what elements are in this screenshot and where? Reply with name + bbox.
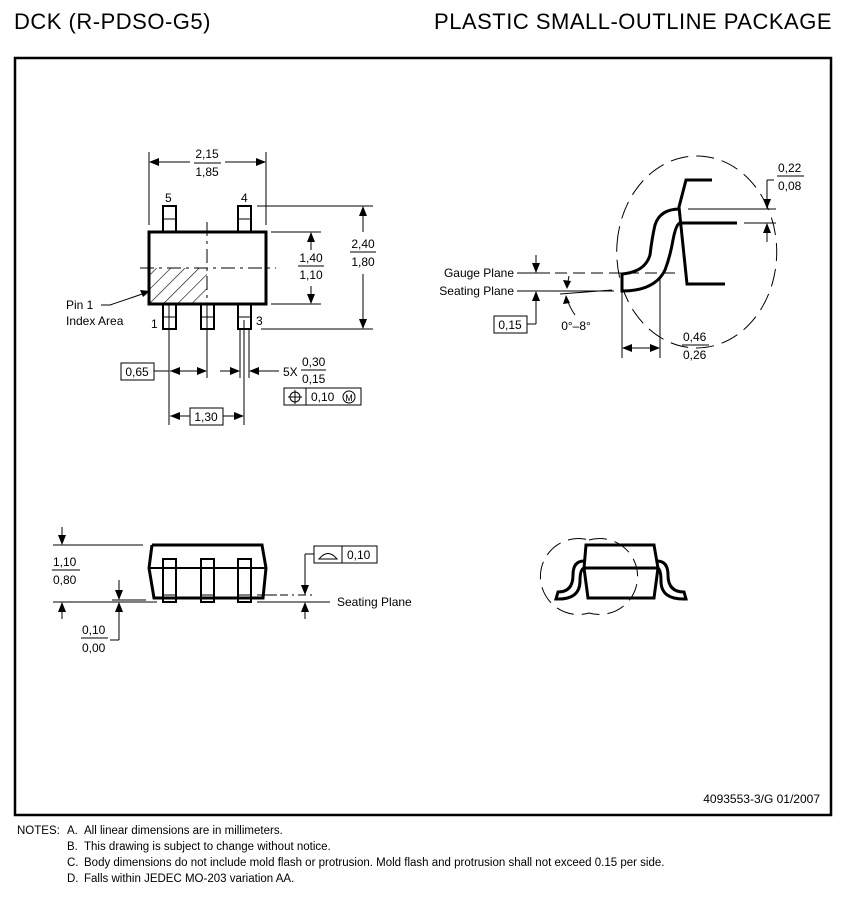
lead-thickness-min: 0,08 <box>778 179 802 193</box>
total-width-min: 1,80 <box>351 255 375 269</box>
package-name: PLASTIC SMALL-OUTLINE PACKAGE <box>434 9 832 34</box>
profile-surface-icon <box>317 553 339 560</box>
pin-4 <box>237 205 252 233</box>
note-c-text: Body dimensions do not include mold flas… <box>84 857 664 869</box>
side-view: 1,10 0,80 0,10 0,00 Seating Plane 0,10 <box>52 527 412 655</box>
pitch-double-value: 1,30 <box>194 410 218 424</box>
pin-label-4: 4 <box>241 191 248 205</box>
package-body-side <box>147 543 268 600</box>
lead-thickness-max: 0,22 <box>778 161 802 175</box>
body-length-max: 2,15 <box>195 147 219 161</box>
pitch-double-box <box>189 407 224 426</box>
pin-label-5: 5 <box>165 191 172 205</box>
side-pin-1 <box>162 558 177 603</box>
foot-length-min: 0,26 <box>683 348 707 362</box>
lead-width-min: 0,15 <box>302 372 326 386</box>
package-body-end <box>582 543 660 600</box>
max-material-condition-icon <box>342 390 356 404</box>
gauge-plane-label: Gauge Plane <box>444 266 514 280</box>
drawing-number: 4093553-3/G 01/2007 <box>703 792 820 806</box>
detail-circle <box>616 155 778 349</box>
detail-view: 0,22 0,08 Gauge Plane Seating Plane 0,15… <box>439 155 804 362</box>
position-tolerance-frame <box>283 387 362 406</box>
pin-label-3: 3 <box>256 314 263 328</box>
note-a-letter: A. <box>67 825 78 837</box>
position-tolerance-value: 0,10 <box>311 390 335 404</box>
lead-count: 5X <box>283 365 298 379</box>
note-d-letter: D. <box>67 873 79 885</box>
end-view <box>539 538 688 615</box>
total-width-max: 2,40 <box>351 237 375 251</box>
pin1-label: Pin 1 <box>66 298 94 312</box>
gauge-height-value: 0,15 <box>498 318 522 332</box>
standoff-min: 0,00 <box>82 641 106 655</box>
seating-plane-label: Seating Plane <box>439 284 514 298</box>
drawing-frame <box>13 56 833 817</box>
notes: NOTES: A. All linear dimensions are in m… <box>17 825 664 885</box>
coplanarity-value: 0,10 <box>347 548 371 562</box>
package-height-min: 0,80 <box>53 573 77 587</box>
pin1-index-area <box>150 268 207 303</box>
coplanarity-frame <box>313 545 378 564</box>
modifier-letter: M <box>345 393 353 403</box>
standoff-max: 0,10 <box>82 623 106 637</box>
pin-label-1: 1 <box>151 317 158 331</box>
body-length-min: 1,85 <box>195 165 219 179</box>
package-height-max: 1,10 <box>53 555 77 569</box>
end-view-detail-circle <box>539 538 639 615</box>
lead-width-max: 0,30 <box>302 355 326 369</box>
side-seating-plane-label: Seating Plane <box>337 595 412 609</box>
note-c-letter: C. <box>67 857 79 869</box>
side-pin-3 <box>237 558 252 603</box>
notes-heading: NOTES: <box>17 825 60 837</box>
index-area-label: Index Area <box>66 314 124 328</box>
foot-length-max: 0,46 <box>683 330 707 344</box>
note-b-letter: B. <box>67 841 78 853</box>
body-width-min: 1,10 <box>299 268 323 282</box>
lead-angle: 0°–8° <box>561 319 591 333</box>
side-pin-2 <box>200 558 215 603</box>
note-a-text: All linear dimensions are in millimeters… <box>84 825 283 837</box>
gauge-height-box <box>493 315 528 334</box>
top-view: 5 4 1 3 2,15 1,85 1,40 1,10 2,40 1,80 <box>66 147 376 426</box>
pin-5 <box>162 205 177 233</box>
note-d-text: Falls within JEDEC MO-203 variation AA. <box>84 873 294 885</box>
body-width-max: 1,40 <box>299 251 323 265</box>
position-icon <box>288 390 302 404</box>
package-code: DCK (R-PDSO-G5) <box>14 9 211 34</box>
pitch-value: 0,65 <box>125 365 149 379</box>
note-b-text: This drawing is subject to change withou… <box>84 841 331 853</box>
